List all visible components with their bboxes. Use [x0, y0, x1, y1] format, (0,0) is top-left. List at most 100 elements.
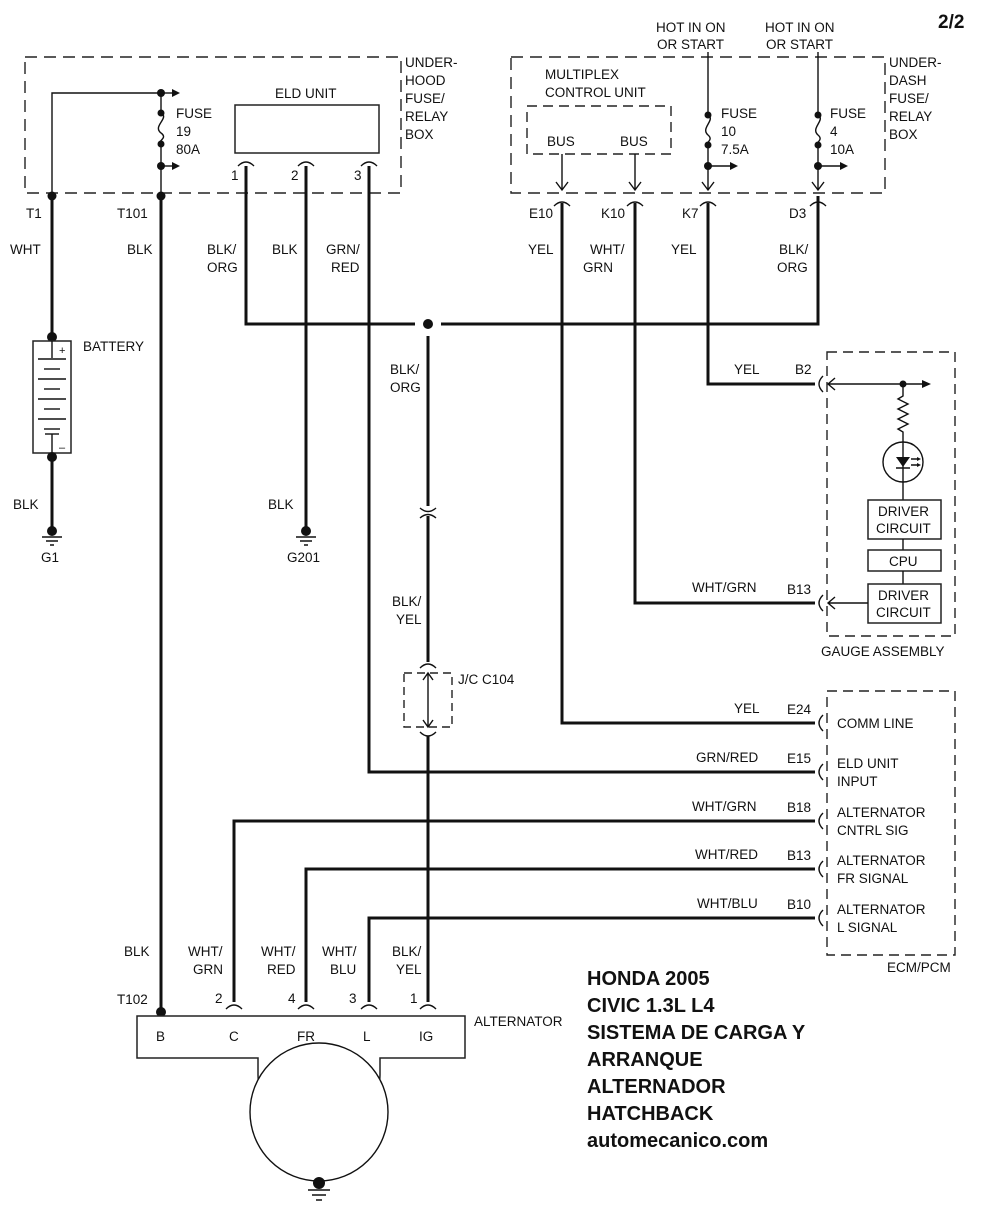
ecm-pin-id: B18 [787, 800, 811, 815]
alternator-ground-icon [308, 1177, 330, 1201]
page-number: 2/2 [938, 12, 964, 33]
ecm-pin-description: ALTERNATOR [837, 805, 926, 820]
b10-wht-blu-wire [367, 916, 815, 1002]
wire-label-k7: YEL [671, 242, 697, 257]
alt-pin-c-number: 2 [215, 991, 223, 1006]
title-line-4: ARRANQUE [587, 1049, 703, 1071]
ecm-pin-description: COMM LINE [837, 716, 914, 731]
wire-label-alt-fr-1: WHT/ [261, 944, 296, 959]
underhood-label-1: UNDER- [405, 55, 458, 70]
b13-connector-icon [818, 594, 824, 612]
wire-label-eld3-1: GRN/ [326, 242, 360, 257]
title-line-7: automecanico.com [587, 1130, 768, 1152]
wire-label-blk-battery: BLK [13, 497, 39, 512]
ecm-wire-label: YEL [734, 701, 760, 716]
ecm-pin-description: ELD UNIT [837, 756, 899, 771]
t102-label: T102 [117, 992, 148, 1007]
alt-terminal-fr: FR [297, 1029, 315, 1044]
hot-label-1-line-1: HOT IN ON [656, 20, 726, 35]
alt-terminal-l: L [363, 1029, 371, 1044]
wire-label-splice-1: BLK/ [390, 362, 420, 377]
underhood-label-5: BOX [405, 127, 434, 142]
title-line-3: SISTEMA DE CARGA Y [587, 1022, 806, 1044]
eld-unit-label: ELD UNIT [275, 86, 337, 101]
wire-label-alt-b: BLK [124, 944, 150, 959]
wire-label-jc-1: BLK/ [392, 594, 422, 609]
underhood-box-outline [24, 56, 402, 194]
underdash-fuse-relay-box: UNDER- DASH FUSE/ RELAY BOX MULTIPLEX CO… [510, 55, 942, 194]
driver-circuit-1 [867, 499, 942, 540]
wire-label-e10: YEL [528, 242, 554, 257]
underdash-label-5: BOX [889, 127, 918, 142]
d3-wire [441, 196, 820, 326]
fuse-19-label-3: 80A [176, 142, 200, 157]
b13-wht-red-wire [304, 867, 815, 1002]
gauge-assembly: YEL B2 DRIVER CIRCUIT CPU DRIVER CIRCUIT… [692, 351, 956, 659]
wire-label-g201: BLK [268, 497, 294, 512]
eld-pin1-wire [244, 166, 415, 326]
ecm-outline [826, 690, 956, 956]
alternator-rotor-icon [249, 1042, 389, 1182]
ecm-pin-description: L SIGNAL [837, 920, 898, 935]
eld-connector-icons [237, 161, 378, 167]
wire-label-d3-1: BLK/ [779, 242, 809, 257]
ecm-pin-description: CNTRL SIG [837, 823, 909, 838]
underhood-label-4: RELAY [405, 109, 448, 124]
wire-label-d3-2: ORG [777, 260, 808, 275]
cpu-label: CPU [889, 554, 918, 569]
ecm-connector-icon [818, 909, 824, 927]
inline-connector-icon [419, 507, 437, 519]
wire-label-eld1-1: BLK/ [207, 242, 237, 257]
t101-label: T101 [117, 206, 148, 221]
underdash-label-4: RELAY [889, 109, 932, 124]
alt-pin-ig-number: 1 [410, 991, 418, 1006]
underhood-fuse-relay-box: UNDER- HOOD FUSE/ RELAY BOX FUSE 19 80A … [24, 55, 458, 195]
connector-d3: D3 [789, 206, 806, 221]
k10-wht-grn-wire [633, 203, 815, 605]
wire-label-alt-l-2: BLU [330, 962, 356, 977]
driver2-line-2: CIRCUIT [876, 605, 931, 620]
fuse-4-label-1: FUSE [830, 106, 866, 121]
wire-label-alt-ig-2: YEL [396, 962, 422, 977]
ecm-pin-id: B10 [787, 897, 811, 912]
ground-g201-label: G201 [287, 550, 320, 565]
hot-label-2-line-2: OR START [766, 37, 833, 52]
ecm-pin-description: INPUT [837, 774, 878, 789]
multiplex-unit-box [526, 105, 672, 155]
alternator-connector-icons [225, 1004, 437, 1010]
driver1-line-2: CIRCUIT [876, 521, 931, 536]
wire-label-k10-2: GRN [583, 260, 613, 275]
t1-label: T1 [26, 206, 42, 221]
ecm-connector-icon [818, 812, 824, 830]
bus-label-2: BUS [620, 134, 648, 149]
fuse-10-label-1: FUSE [721, 106, 757, 121]
fuse-19-label-1: FUSE [176, 106, 212, 121]
alt-terminal-c: C [229, 1029, 239, 1044]
fuse-4-icon [815, 114, 821, 145]
ecm-wire-label: WHT/RED [695, 847, 758, 862]
alternator: T102 2 4 3 1 B C FR L IG ALTERNATOR [117, 991, 563, 1201]
ecm-connector-icon [818, 763, 824, 781]
arrow-icon [840, 162, 848, 170]
eld-unit-box [234, 104, 380, 154]
wire-label-blk-t101: BLK [127, 242, 153, 257]
multiplex-label-1: MULTIPLEX [545, 67, 619, 82]
title-line-5: ALTERNADOR [587, 1076, 726, 1098]
wire-label-alt-c-1: WHT/ [188, 944, 223, 959]
battery: + – BATTERY [32, 332, 144, 462]
driver2-line-1: DRIVER [878, 588, 929, 603]
battery-label: BATTERY [83, 339, 144, 354]
connector-e10: E10 [529, 206, 553, 221]
wire-label-alt-c-2: GRN [193, 962, 223, 977]
wire-label-alt-ig-1: BLK/ [392, 944, 422, 959]
ecm-pin-id: B13 [787, 848, 811, 863]
alternator-label: ALTERNATOR [474, 1014, 563, 1029]
title-line-6: HATCHBACK [587, 1103, 714, 1125]
eld-pin-2: 2 [291, 168, 299, 183]
b18-wht-grn-wire [232, 819, 815, 1002]
underhood-label-3: FUSE/ [405, 91, 445, 106]
gauge-assembly-outline [826, 351, 956, 637]
ecm-connector-icon [818, 860, 824, 878]
